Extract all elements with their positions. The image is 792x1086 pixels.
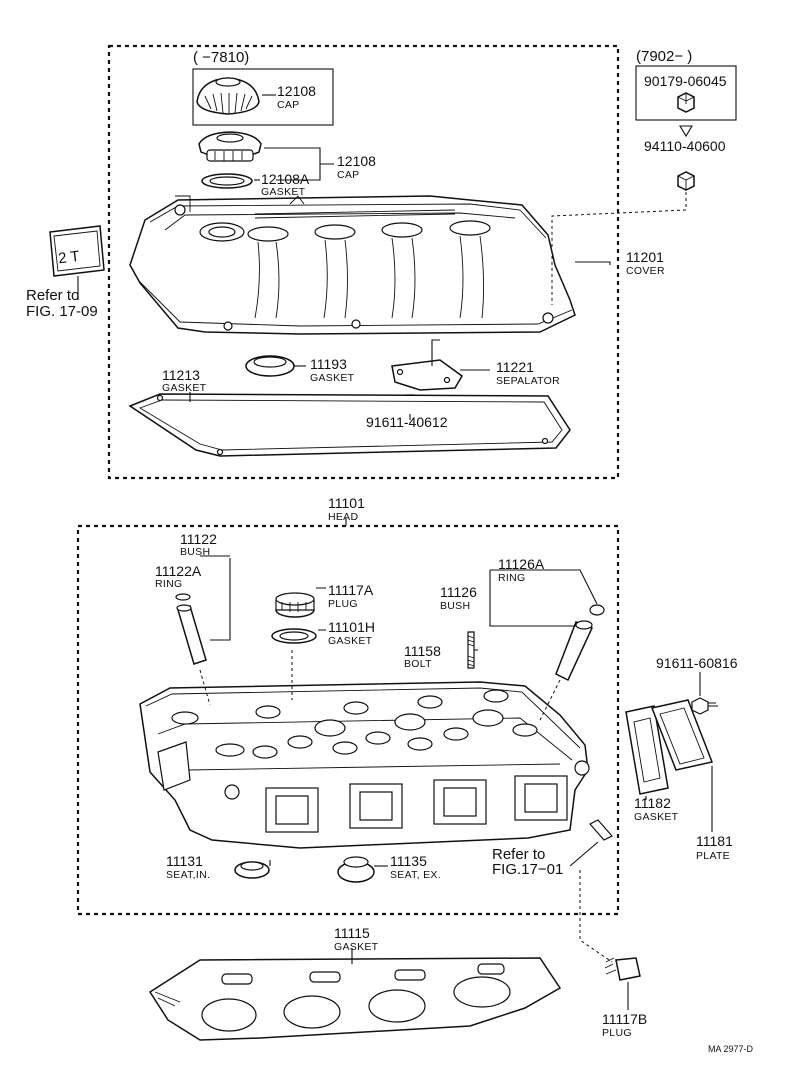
cover-bolt-part-number: 91611-40612 — [366, 414, 448, 430]
cover-gasket-part-number: 11213 — [162, 367, 200, 383]
nut-part-number: 90179-06045 — [644, 73, 727, 89]
nut-range-label: (7902− ) — [636, 48, 692, 65]
plug-b-part-number: 11117B — [602, 1011, 647, 1027]
ring-intake-part-name: RING — [155, 578, 182, 590]
plug-gasket-part-name: GASKET — [328, 635, 373, 647]
seat-exhaust-part-name: SEAT, EX. — [390, 869, 441, 881]
plate-icon — [650, 699, 714, 771]
cover-seal-icon — [245, 355, 295, 377]
plug-gasket-part-number: 11101H — [328, 619, 375, 635]
refer-fig-1709-line1: Refer to — [26, 287, 79, 304]
cap2-part-number: 12108 — [337, 153, 376, 169]
ring-exhaust-icon — [589, 604, 605, 616]
head-gasket-part-number: 11115 — [334, 925, 370, 941]
plate-gasket-part-number: 11182 — [634, 795, 671, 811]
emblem-plate-text: 2 T — [57, 248, 80, 267]
valve-cover-icon — [129, 195, 576, 335]
figure-code: MA 2977-D — [708, 1044, 754, 1054]
stud-bolt-icon — [467, 631, 475, 669]
refer-fig-1709-line2: FIG. 17-09 — [26, 303, 98, 320]
ring-intake-icon — [175, 593, 191, 601]
plate-gasket-icon — [625, 705, 669, 795]
refer-fig-1701-line1: Refer to — [492, 846, 545, 863]
plug-gasket-icon — [271, 628, 317, 644]
bush-intake-icon — [176, 604, 207, 665]
leader-lines — [77, 94, 713, 1010]
cover-gasket-icon — [128, 393, 571, 457]
cylinder-head-icon — [139, 681, 590, 849]
cap1-part-number: 12108 — [277, 83, 316, 99]
stud-bolt-part-name: BOLT — [404, 658, 432, 670]
sepalator-icon — [391, 359, 463, 391]
plate-bolt-part-number: 91611-60816 — [656, 655, 738, 671]
cover-part-number: 11201 — [626, 249, 664, 265]
nut2-icon — [677, 171, 695, 191]
stud-bolt-part-number: 11158 — [404, 643, 441, 659]
head-part-number: 11101 — [328, 495, 365, 511]
sepalator-part-number: 11221 — [496, 359, 534, 375]
sepalator-part-name: SEPALATOR — [496, 375, 560, 387]
cap-variant-box — [192, 68, 334, 126]
valve-seat-intake-icon — [234, 861, 270, 879]
cap-gasket-part-name: GASKET — [261, 186, 306, 198]
refer-fig-1701-line2: FIG.17−01 — [492, 861, 563, 878]
arrow-down-icon — [679, 125, 693, 138]
seat-intake-part-name: SEAT,IN. — [166, 869, 210, 881]
nut2-part-number: 94110-40600 — [644, 138, 726, 154]
ring-exhaust-part-number: 11126A — [498, 556, 545, 572]
seal-part-name: GASKET — [310, 372, 355, 384]
emblem-plate-icon — [49, 225, 105, 277]
ring-intake-part-number: 11122A — [155, 563, 202, 579]
plug-a-part-number: 11117A — [328, 582, 374, 598]
plate-part-number: 11181 — [696, 833, 733, 849]
bush-intake-part-number: 11122 — [180, 531, 217, 547]
cap1-part-name: CAP — [277, 99, 300, 111]
head-gasket-part-name: GASKET — [334, 941, 379, 953]
head-gasket-icon — [148, 957, 562, 1041]
valve-seat-exhaust-icon — [337, 856, 375, 883]
plate-gasket-part-name: GASKET — [634, 811, 679, 823]
ring-exhaust-part-name: RING — [498, 572, 525, 584]
seat-intake-part-number: 11131 — [166, 853, 203, 869]
cap-gasket-icon — [201, 173, 253, 189]
plate-bolt-icon — [691, 697, 718, 715]
cap-icon — [198, 131, 262, 162]
bush-exhaust-part-name: BUSH — [440, 600, 470, 612]
plug-a-icon — [275, 592, 315, 618]
seat-exhaust-part-number: 11135 — [390, 853, 427, 869]
plug-a-part-name: PLUG — [328, 598, 358, 610]
plug-b-icon — [604, 957, 641, 981]
bush-intake-part-name: BUSH — [180, 546, 210, 558]
cap-early-icon — [196, 77, 260, 115]
nut-variant-box — [635, 65, 737, 121]
cap-gasket-part-number: 12108A — [261, 171, 310, 187]
side-stud-icon — [589, 819, 613, 841]
plug-b-part-name: PLUG — [602, 1027, 632, 1039]
cover-gasket-part-name: GASKET — [162, 382, 207, 394]
bush-exhaust-part-number: 11126 — [440, 584, 477, 600]
cap-range-label: ( −7810) — [193, 49, 249, 66]
nut-icon — [677, 92, 695, 113]
head-part-name: HEAD — [328, 511, 358, 523]
cap2-part-name: CAP — [337, 169, 360, 181]
seal-part-number: 11193 — [310, 356, 347, 372]
bush-exhaust-icon — [555, 620, 594, 682]
plate-part-name: PLATE — [696, 850, 730, 862]
cover-part-name: COVER — [626, 265, 665, 277]
cover-group-box — [107, 44, 620, 480]
